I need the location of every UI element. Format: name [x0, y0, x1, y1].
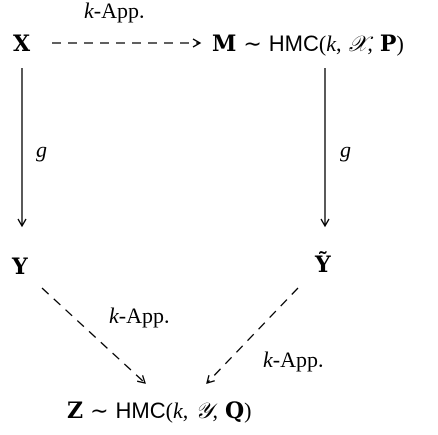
- node-m: M ∼ HMC(k, 𝒳, P): [212, 33, 404, 56]
- node-m-comma2: ,: [367, 31, 373, 56]
- edge-label-y-to-z-suffix: -App.: [118, 303, 170, 328]
- node-y-var: Y: [12, 254, 28, 280]
- edge-label-ytilde-to-z: k-App.: [263, 349, 323, 372]
- node-z-sim: ∼: [90, 398, 109, 423]
- edge-label-x-to-m-suffix: -App.: [93, 0, 145, 23]
- node-ytilde-var: Ỹ: [315, 252, 331, 278]
- node-m-close: ): [396, 31, 404, 56]
- edge-label-ytilde-to-z-suffix: -App.: [272, 347, 324, 372]
- node-x: X: [13, 33, 30, 56]
- edge-ytilde-to-z: [206, 287, 299, 384]
- node-m-open: (: [318, 31, 327, 56]
- node-z-var: Z: [67, 398, 84, 424]
- node-z-param: Q: [224, 398, 245, 424]
- node-m-var: M: [212, 31, 237, 57]
- node-z: Z ∼ HMC(k, 𝒴, Q): [67, 400, 251, 423]
- node-z-close: ): [244, 398, 252, 423]
- node-m-dist: HMC: [268, 31, 319, 56]
- node-z-comma2: ,: [212, 398, 218, 423]
- edge-label-x-to-m: k-App.: [84, 0, 144, 23]
- node-m-k: k: [326, 31, 336, 56]
- node-z-k: k: [172, 398, 183, 423]
- edge-label-ytilde-to-z-k: k: [263, 347, 273, 372]
- node-ytilde: Ỹ: [315, 254, 331, 277]
- edge-y-to-z: [41, 287, 146, 384]
- node-m-comma1: ,: [336, 31, 342, 56]
- edge-label-x-to-y: g: [36, 137, 47, 162]
- node-z-space: 𝒴: [195, 399, 213, 424]
- node-y: Y: [12, 256, 28, 279]
- node-m-space: 𝒳: [348, 32, 368, 57]
- edge-label-m-to-ytilde: g: [340, 137, 351, 162]
- node-m-param: P: [379, 31, 397, 57]
- node-z-open: (: [165, 398, 173, 423]
- node-x-var: X: [13, 31, 31, 57]
- edge-label-y-to-z-k: k: [109, 303, 119, 328]
- edge-label-y-to-z: k-App.: [109, 305, 169, 328]
- node-m-sim: ∼: [243, 31, 262, 56]
- edge-label-x-to-m-k: k: [84, 0, 94, 23]
- node-z-dist: HMC: [115, 398, 166, 423]
- node-z-comma1: ,: [182, 398, 189, 423]
